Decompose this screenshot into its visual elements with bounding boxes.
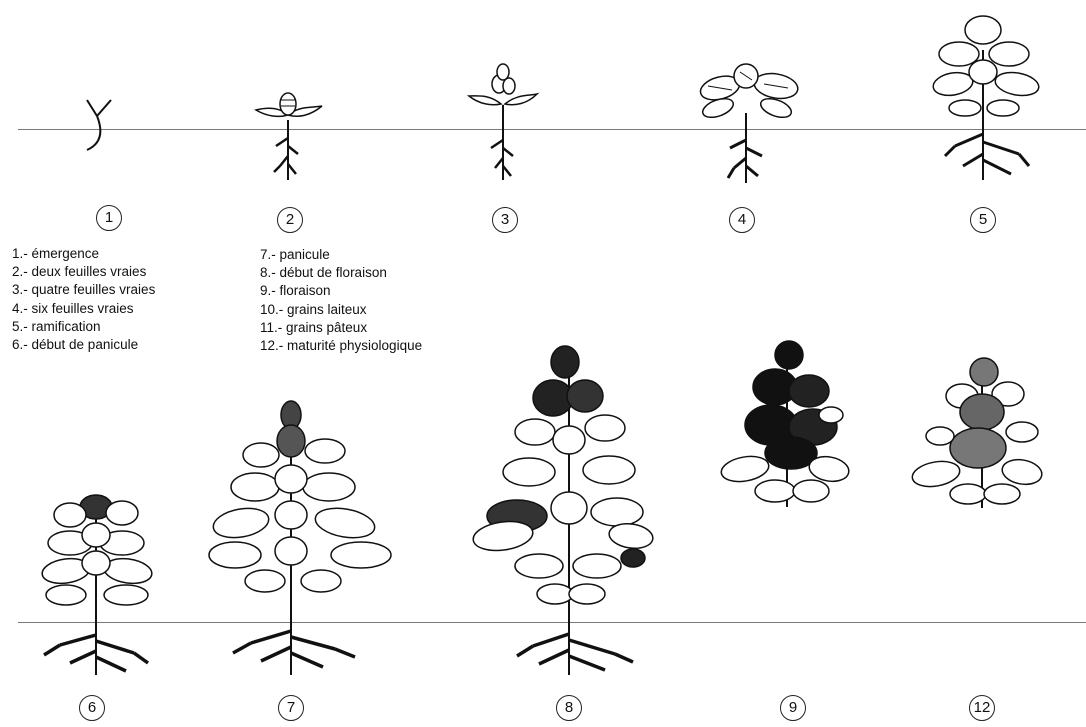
- stage-number-6: 6: [79, 695, 105, 721]
- stage-number-3: 3: [492, 207, 518, 233]
- stage-number-4: 4: [729, 207, 755, 233]
- stage-number-8: 8: [556, 695, 582, 721]
- legend-item-3: 3.- quatre feuilles vraies: [12, 281, 155, 299]
- legend-item-7: 7.- panicule: [260, 246, 422, 264]
- legend-item-1: 1.- émergence: [12, 245, 155, 263]
- stage-number-1: 1: [96, 205, 122, 231]
- stage-number-12: 12: [969, 695, 995, 721]
- plant-stage-8: [465, 340, 655, 685]
- legend-item-11: 11.- grains pâteux: [260, 319, 422, 337]
- legend-item-8: 8.- début de floraison: [260, 264, 422, 282]
- plant-stage-4: [690, 58, 810, 190]
- plant-stage-3: [465, 60, 545, 190]
- legend-item-12: 12.- maturité physiologique: [260, 337, 422, 355]
- legend-item-10: 10.- grains laiteux: [260, 301, 422, 319]
- legend-item-9: 9.- floraison: [260, 282, 422, 300]
- plant-stage-5: [925, 10, 1050, 192]
- legend-item-2: 2.- deux feuilles vraies: [12, 263, 155, 281]
- stage-number-2: 2: [277, 207, 303, 233]
- stage-number-9: 9: [780, 695, 806, 721]
- legend-right: 7.- panicule 8.- début de floraison 9.- …: [260, 246, 422, 355]
- legend-left: 1.- émergence 2.- deux feuilles vraies 3…: [12, 245, 155, 354]
- legend-item-5: 5.- ramification: [12, 318, 155, 336]
- plant-stage-9: [715, 335, 855, 515]
- plant-stage-6: [30, 485, 160, 683]
- legend-item-6: 6.- début de panicule: [12, 336, 155, 354]
- plant-stage-1: [65, 90, 125, 160]
- stage-number-7: 7: [278, 695, 304, 721]
- plant-stage-2: [250, 80, 330, 190]
- stage-number-5: 5: [970, 207, 996, 233]
- plant-stage-12: [910, 350, 1050, 515]
- plant-stage-7: [205, 395, 405, 685]
- legend-item-4: 4.- six feuilles vraies: [12, 300, 155, 318]
